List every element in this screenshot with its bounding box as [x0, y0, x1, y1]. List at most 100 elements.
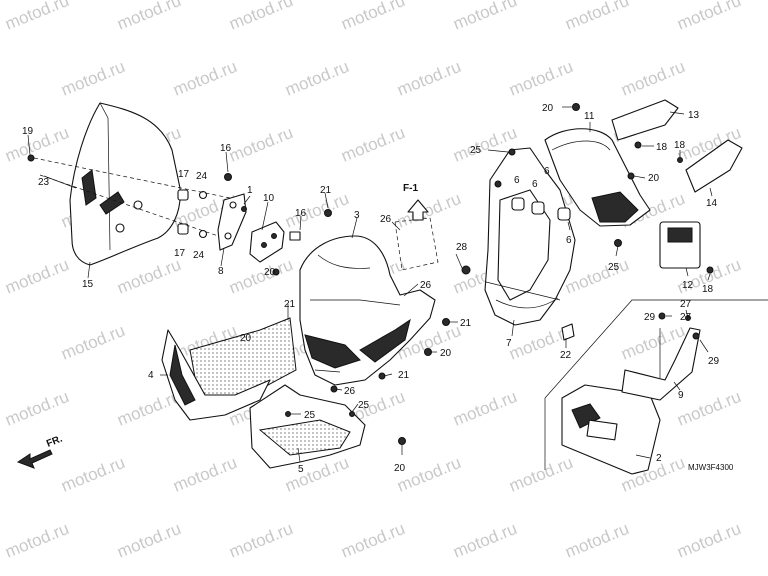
callout-23: 23 — [38, 177, 50, 188]
section-ref-label: F-1 — [403, 183, 418, 194]
callout-10: 10 — [263, 193, 275, 204]
callout-7: 7 — [506, 338, 512, 349]
callout-25-a: 25 — [470, 145, 482, 156]
part-8-stay — [217, 173, 247, 251]
watermark-text: motod.ru — [114, 255, 183, 298]
callout-21-d: 21 — [398, 370, 410, 381]
callout-16-a: 16 — [220, 143, 232, 154]
watermark-text: motod.ru — [674, 387, 743, 430]
leader-lines — [27, 106, 713, 463]
watermark-text: motod.ru — [394, 453, 463, 496]
callout-6-a: 6 — [514, 175, 520, 186]
watermark-text: motod.ru — [58, 321, 127, 364]
callout-13: 13 — [688, 110, 700, 121]
callout-20-f: 20 — [394, 463, 406, 474]
callout-8: 8 — [218, 266, 224, 277]
callout-26-c: 26 — [344, 386, 356, 397]
callout-20-a: 20 — [542, 103, 554, 114]
callout-25-c: 25 — [304, 410, 316, 421]
callout-20-e: 20 — [440, 348, 452, 359]
callout-27-b: 27 — [680, 312, 692, 323]
watermark-text: motod.ru — [2, 519, 71, 562]
screws-17-24 — [27, 154, 231, 241]
callout-17-b: 17 — [174, 248, 186, 259]
callout-21-a: 21 — [320, 185, 332, 196]
watermark-text: motod.ru — [338, 0, 407, 34]
watermark-text: motod.ru — [562, 255, 631, 298]
callout-3: 3 — [354, 210, 360, 221]
part-3-upper-cowl — [283, 209, 450, 393]
callout-11: 11 — [584, 111, 595, 122]
watermark-text: motod.ru — [562, 0, 631, 34]
figure-code: MJW3F4300 — [688, 463, 734, 472]
part-12-socket — [659, 221, 714, 274]
callout-18-a: 18 — [656, 142, 668, 153]
callout-6-d: 6 — [566, 235, 572, 246]
callout-29-a: 29 — [644, 312, 656, 323]
callout-28: 28 — [456, 242, 468, 253]
callout-25-d: 25 — [358, 400, 370, 411]
watermark-text: motod.ru — [226, 519, 295, 562]
watermark-text: motod.ru — [618, 57, 687, 100]
callout-9: 9 — [678, 390, 684, 401]
watermark-text: motod.ru — [114, 519, 183, 562]
watermark-text: motod.ru — [2, 255, 71, 298]
part-15-windscreen — [69, 102, 181, 266]
part-11-meter — [544, 103, 651, 247]
section-ref-box — [394, 199, 439, 271]
watermark-text: motod.ru — [506, 57, 575, 100]
callout-26-b: 26 — [420, 280, 432, 291]
callout-6-c: 6 — [544, 166, 550, 177]
callout-25-b: 25 — [608, 262, 620, 273]
callout-14: 14 — [706, 198, 718, 209]
callout-21-b: 21 — [284, 299, 296, 310]
watermark-text: motod.ru — [2, 387, 71, 430]
part-14-cover — [677, 139, 743, 193]
callout-16-b: 16 — [295, 208, 307, 219]
callout-19: 19 — [22, 126, 34, 137]
callout-26-a: 26 — [380, 214, 392, 225]
watermark-text: motod.ru — [58, 57, 127, 100]
watermark-text: motod.ru — [114, 0, 183, 34]
callout-27-a: 27 — [680, 299, 692, 310]
watermark-text: motod.ru — [338, 519, 407, 562]
watermark-text: motod.ru — [394, 57, 463, 100]
watermark-text: motod.ru — [282, 57, 351, 100]
watermark-text: motod.ru — [394, 189, 463, 232]
callout-29-b: 29 — [708, 356, 720, 367]
part-5-inner-cover — [249, 384, 406, 469]
callout-6-b: 6 — [532, 179, 538, 190]
callout-12: 12 — [682, 280, 694, 291]
part-10-bracket — [249, 221, 301, 276]
callout-17-a: 17 — [178, 169, 190, 180]
callout-5: 5 — [298, 464, 304, 475]
front-label: FR. — [45, 433, 64, 449]
watermark-text: motod.ru — [674, 519, 743, 562]
watermark-text: motod.ru — [450, 519, 519, 562]
callout-20-c: 20 — [264, 267, 276, 278]
callout-layer: 1 2 3 4 5 6 6 6 6 7 8 9 10 11 12 13 14 1… — [22, 103, 734, 475]
callout-24-a: 24 — [196, 171, 208, 182]
watermark-text: motod.ru — [2, 0, 71, 34]
watermark-text: motod.ru — [226, 123, 295, 166]
callout-4: 4 — [148, 370, 154, 381]
callout-1: 1 — [247, 185, 253, 196]
watermark-text: motod.ru — [562, 519, 631, 562]
watermark-text: motod.ru — [58, 453, 127, 496]
callout-20-b: 20 — [648, 173, 660, 184]
watermark-text: motod.ru — [450, 387, 519, 430]
callout-24-b: 24 — [193, 250, 205, 261]
callout-2: 2 — [656, 453, 662, 464]
watermark-text: motod.ru — [282, 189, 351, 232]
watermark-text: motod.ru — [226, 0, 295, 34]
watermark-text: motod.ru — [2, 123, 71, 166]
watermark-text: motod.ru — [170, 57, 239, 100]
callout-20-d: 20 — [240, 333, 252, 344]
callout-22: 22 — [560, 350, 572, 361]
part-4-side-cowl — [161, 317, 297, 421]
front-arrow-icon — [16, 449, 53, 469]
watermark-text: motod.ru — [338, 123, 407, 166]
callout-18-b: 18 — [674, 140, 686, 151]
watermark-text: motod.ru — [674, 0, 743, 34]
